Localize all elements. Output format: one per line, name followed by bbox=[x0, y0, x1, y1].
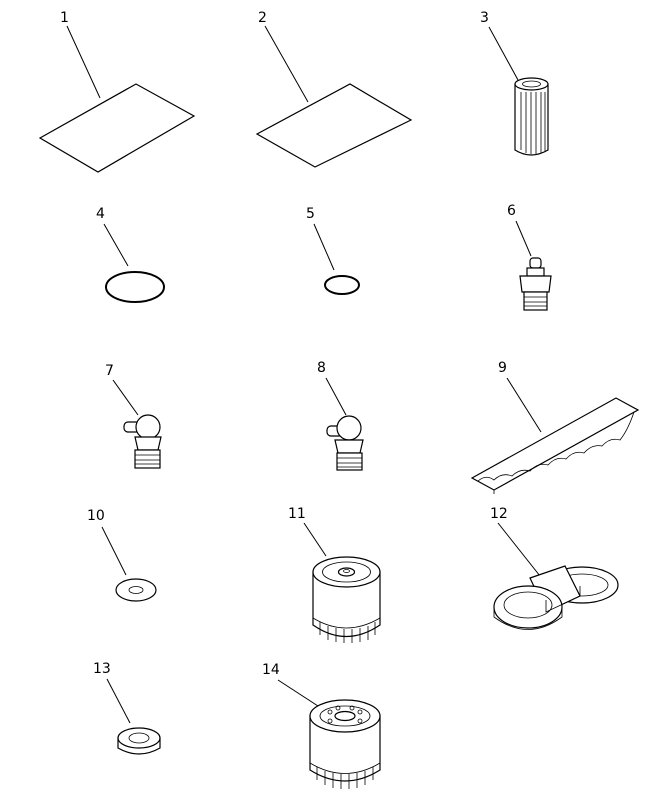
filter-wrench-icon bbox=[493, 565, 619, 630]
leader-line bbox=[303, 522, 327, 557]
part-5: 5 bbox=[306, 206, 360, 295]
part-13: 13 bbox=[93, 661, 161, 755]
angled-grease-fitting-icon bbox=[123, 414, 162, 469]
leader-line bbox=[106, 678, 131, 724]
sheet-icon bbox=[38, 83, 196, 173]
part-5-label: 5 bbox=[306, 206, 315, 222]
leader-line bbox=[325, 377, 347, 416]
leader-line bbox=[313, 223, 335, 271]
sheet-icon bbox=[255, 83, 413, 168]
part-7: 7 bbox=[105, 363, 162, 469]
part-10: 10 bbox=[87, 508, 157, 602]
filter-cartridge-icon bbox=[312, 556, 381, 643]
part-2: 2 bbox=[255, 10, 413, 168]
o-ring-icon bbox=[324, 275, 360, 295]
leader-line bbox=[66, 25, 101, 99]
part-9: 9 bbox=[470, 360, 640, 494]
part-3-label: 3 bbox=[480, 10, 489, 26]
part-10-label: 10 bbox=[87, 508, 105, 524]
part-14: 14 bbox=[262, 662, 381, 789]
part-3: 3 bbox=[480, 10, 549, 156]
part-6-label: 6 bbox=[507, 203, 516, 219]
part-1: 1 bbox=[38, 10, 196, 173]
part-6: 6 bbox=[507, 203, 552, 311]
leader-line bbox=[101, 526, 127, 576]
part-12: 12 bbox=[490, 506, 619, 630]
angled-grease-fitting-icon bbox=[326, 415, 364, 471]
part-4: 4 bbox=[96, 206, 165, 303]
leader-line bbox=[103, 223, 129, 267]
leader-line bbox=[497, 522, 541, 577]
part-12-label: 12 bbox=[490, 506, 508, 522]
o-ring-icon bbox=[105, 271, 165, 303]
filter-cartridge-icon bbox=[309, 699, 381, 789]
leader-line bbox=[488, 26, 519, 81]
leader-line bbox=[277, 679, 319, 707]
gasket-strip-icon bbox=[470, 397, 640, 494]
part-13-label: 13 bbox=[93, 661, 111, 677]
grommet-icon bbox=[117, 727, 161, 755]
part-11-label: 11 bbox=[288, 506, 306, 522]
part-4-label: 4 bbox=[96, 206, 105, 222]
part-1-label: 1 bbox=[60, 10, 69, 26]
washer-icon bbox=[115, 578, 157, 602]
leader-line bbox=[506, 377, 542, 433]
part-8-label: 8 bbox=[317, 360, 326, 376]
leader-line bbox=[264, 25, 309, 103]
part-2-label: 2 bbox=[258, 10, 267, 26]
part-14-label: 14 bbox=[262, 662, 280, 678]
leader-line bbox=[515, 220, 532, 257]
grease-fitting-icon bbox=[519, 257, 552, 311]
leader-line bbox=[112, 379, 139, 416]
part-11: 11 bbox=[288, 506, 381, 643]
filter-element-icon bbox=[514, 77, 549, 156]
part-8: 8 bbox=[317, 360, 364, 471]
part-9-label: 9 bbox=[498, 360, 507, 376]
part-7-label: 7 bbox=[105, 363, 114, 379]
